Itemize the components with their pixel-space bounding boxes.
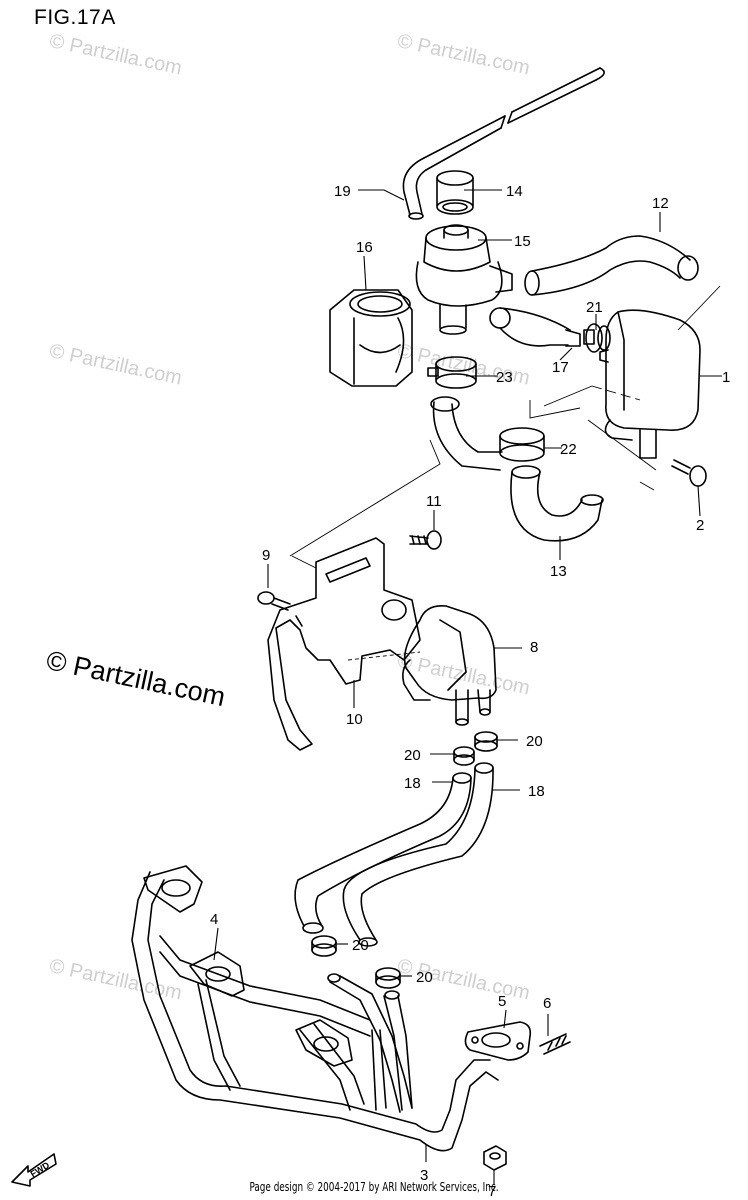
part-18-hose-b <box>342 762 494 947</box>
callout-1: 1 <box>722 369 730 386</box>
part-9-bolt <box>257 591 291 611</box>
callout-3: 3 <box>420 1167 428 1184</box>
callout-18b: 18 <box>528 783 545 800</box>
part-3-pipe <box>131 871 499 1152</box>
callout-8: 8 <box>530 639 538 656</box>
part-22-hose <box>430 396 503 471</box>
part-4-flange <box>143 865 353 1067</box>
part-23-clamp <box>427 356 477 389</box>
part-19-hose <box>402 67 605 220</box>
callout-5: 5 <box>498 993 506 1010</box>
callout-10: 10 <box>346 711 363 728</box>
callout-21: 21 <box>586 299 603 316</box>
callout-13: 13 <box>550 563 567 580</box>
part-10-bracket <box>267 537 421 751</box>
part-20-clamp-b <box>474 731 498 752</box>
part-1-case <box>599 309 701 459</box>
callout-17: 17 <box>552 359 569 376</box>
callout-20a: 20 <box>404 747 421 764</box>
callout-16: 16 <box>356 239 373 256</box>
callout-20d: 20 <box>416 969 433 986</box>
assembly-lines <box>289 285 721 661</box>
callout-7: 7 <box>488 1183 496 1200</box>
callout-18a: 18 <box>404 775 421 792</box>
part-11-bolt <box>409 530 442 550</box>
fwd-arrow-icon: FWD <box>11 1153 57 1187</box>
part-7-nut <box>483 1145 507 1171</box>
part-15-valve <box>415 224 513 335</box>
callout-15: 15 <box>514 233 531 250</box>
footer-credit: Page design © 2004-2017 by ARI Network S… <box>249 1180 499 1194</box>
part-22-clamp <box>499 427 545 462</box>
callout-14: 14 <box>506 183 523 200</box>
part-20-clamp-c <box>311 935 337 957</box>
callout-20b: 20 <box>526 733 543 750</box>
part-20-clamp-a <box>453 746 475 766</box>
part-16-holder <box>329 289 413 387</box>
figure-title: FIG.17A <box>34 6 116 29</box>
callout-20c: 20 <box>352 937 369 954</box>
callout-9: 9 <box>262 547 270 564</box>
callout-2: 2 <box>696 517 704 534</box>
part-8-valve <box>402 604 497 726</box>
callouts: 1 2 3 4 5 6 7 8 9 10 11 12 13 14 15 16 1… <box>210 183 730 1200</box>
part-17-hose <box>489 307 581 347</box>
part-20-clamp-d <box>375 967 401 989</box>
part-14-sleeve <box>436 170 474 215</box>
part-18-hose-a <box>294 772 472 934</box>
callout-19: 19 <box>334 183 351 200</box>
callout-12: 12 <box>652 195 669 212</box>
callout-6: 6 <box>543 995 551 1012</box>
leader-lines <box>213 189 722 1184</box>
callout-4: 4 <box>210 911 218 928</box>
part-2-screw <box>671 459 707 487</box>
part-13-hose <box>510 465 604 542</box>
callout-23: 23 <box>496 369 513 386</box>
part-5-gasket <box>464 1021 532 1061</box>
part-6-stud <box>539 1033 571 1055</box>
callout-11: 11 <box>426 493 442 510</box>
callout-22: 22 <box>560 441 577 458</box>
part-12-hose <box>524 235 699 296</box>
part-21-clamp <box>583 323 611 353</box>
